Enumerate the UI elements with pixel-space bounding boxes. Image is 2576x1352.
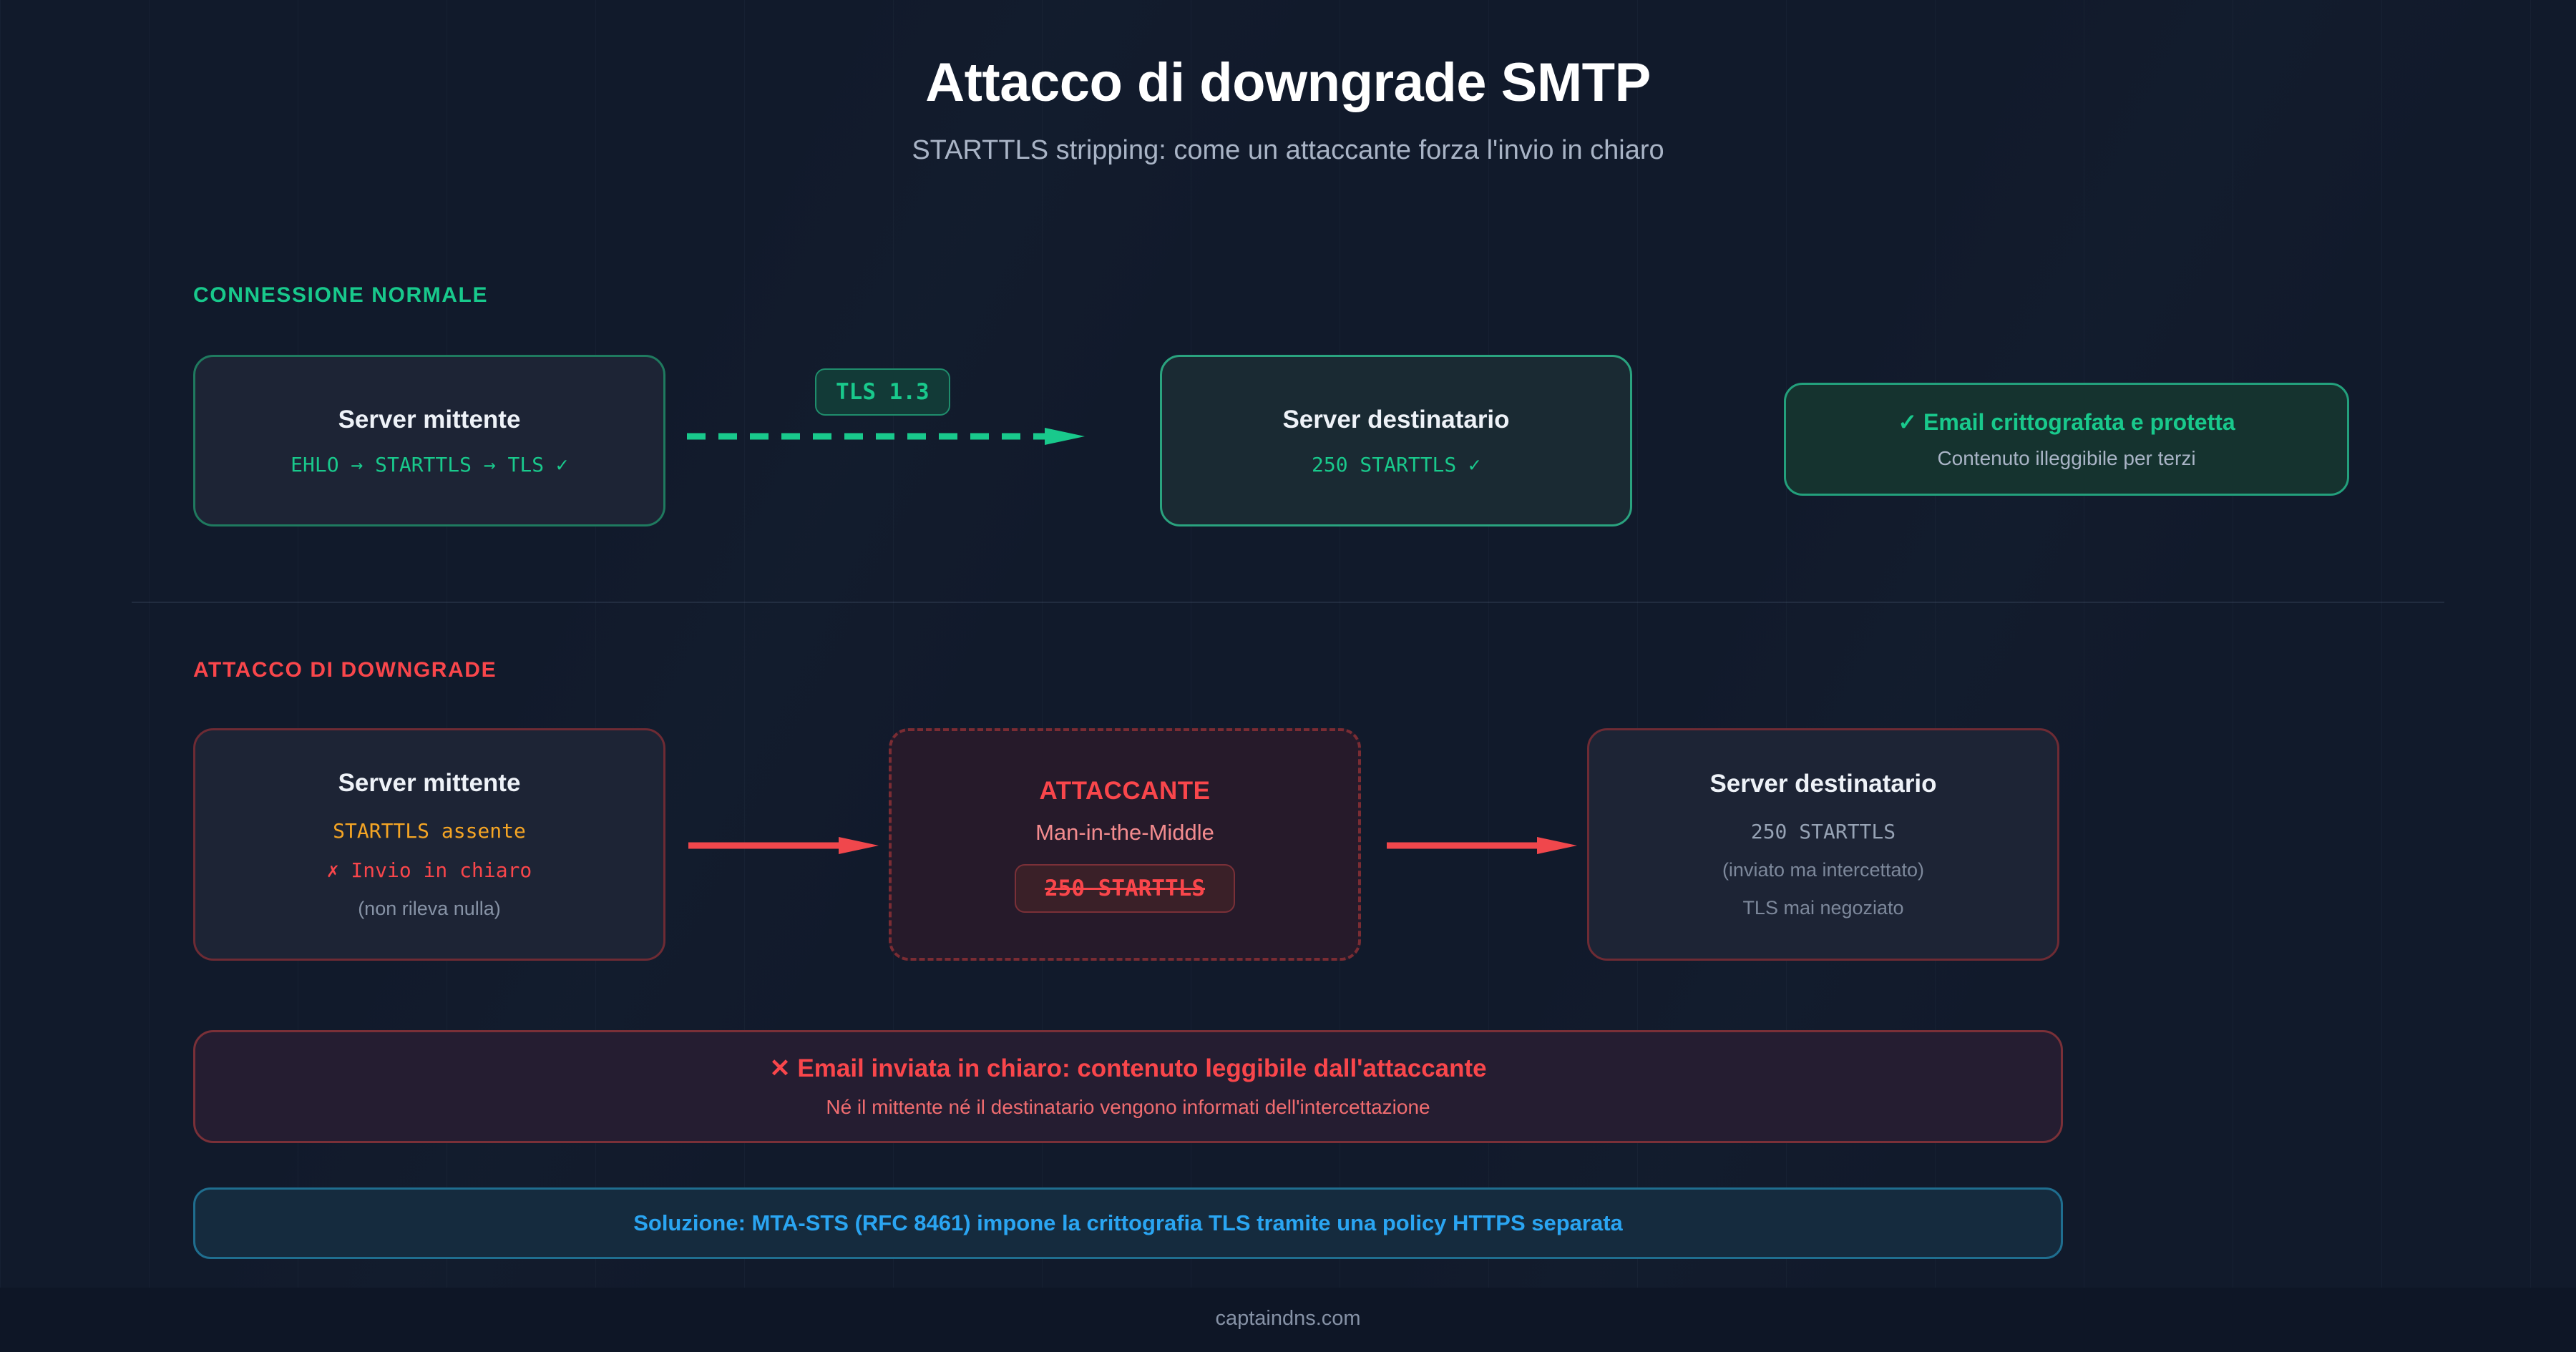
success-callout-headline: ✓ Email crittografata e protetta <box>1898 409 2235 435</box>
node-sender-normal: Server mittente EHLO → STARTTLS → TLS ✓ <box>193 355 665 526</box>
solution-banner: Soluzione: MTA-STS (RFC 8461) impone la … <box>193 1187 2063 1259</box>
node-sender-attack: Server mittente STARTTLS assente ✗ Invio… <box>193 728 665 961</box>
node-sender-normal-detail: EHLO → STARTTLS → TLS ✓ <box>291 452 568 476</box>
node-receiver-attack: Server destinatario 250 STARTTLS (inviat… <box>1587 728 2059 961</box>
page-title: Attacco di downgrade SMTP <box>925 52 1651 113</box>
header: Attacco di downgrade SMTP STARTTLS strip… <box>0 0 2576 166</box>
arrow-encrypted-flow <box>687 428 1085 445</box>
node-sender-attack-line1: STARTTLS assente <box>333 819 526 843</box>
success-callout-card: ✓ Email crittografata e protetta Contenu… <box>1784 383 2349 496</box>
node-receiver-attack-line2: (inviato ma intercettato) <box>1722 859 1925 881</box>
node-receiver-attack-title: Server destinatario <box>1709 770 1937 798</box>
node-receiver-normal: Server destinatario 250 STARTTLS ✓ <box>1160 355 1632 526</box>
solution-banner-text: Soluzione: MTA-STS (RFC 8461) impone la … <box>633 1210 1623 1235</box>
section-divider <box>132 602 2444 603</box>
footer-source: captaindns.com <box>1215 1307 1361 1330</box>
node-attacker: ATTACCANTE Man-in-the-Middle 250 STARTTL… <box>889 728 1361 961</box>
node-sender-attack-line2: ✗ Invio in chiaro <box>326 858 532 882</box>
warning-banner-sub: Né il mittente né il destinatario vengon… <box>826 1096 1430 1118</box>
node-sender-normal-title: Server mittente <box>338 405 521 433</box>
section-label-normal: CONNESSIONE NORMALE <box>193 283 489 307</box>
node-sender-attack-title: Server mittente <box>338 769 521 797</box>
node-attacker-title: ATTACCANTE <box>1039 776 1211 805</box>
arrow-attack-inbound <box>688 837 879 854</box>
node-receiver-attack-line3: TLS mai negoziato <box>1742 897 1904 919</box>
node-receiver-normal-detail: 250 STARTTLS ✓ <box>1311 452 1480 476</box>
success-callout-sub: Contenuto illeggibile per terzi <box>1937 447 2196 469</box>
node-attacker-subtitle: Man-in-the-Middle <box>1035 819 1214 845</box>
node-receiver-normal-title: Server destinatario <box>1282 405 1510 433</box>
warning-banner-headline: ✕ Email inviata in chiaro: contenuto leg… <box>769 1054 1487 1082</box>
section-label-attack: ATTACCO DI DOWNGRADE <box>193 658 497 682</box>
footer-band <box>0 1288 2576 1352</box>
tls-version-badge: TLS 1.3 <box>815 368 950 416</box>
arrow-attack-outbound <box>1387 837 1577 854</box>
stripped-command-chip: 250 STARTTLS <box>1015 863 1235 913</box>
node-sender-attack-line3: (non rileva nulla) <box>358 898 501 919</box>
page-subtitle: STARTTLS stripping: come un attaccante f… <box>912 135 1664 165</box>
node-receiver-attack-line1: 250 STARTTLS <box>1750 820 1896 843</box>
warning-banner: ✕ Email inviata in chiaro: contenuto leg… <box>193 1030 2063 1143</box>
